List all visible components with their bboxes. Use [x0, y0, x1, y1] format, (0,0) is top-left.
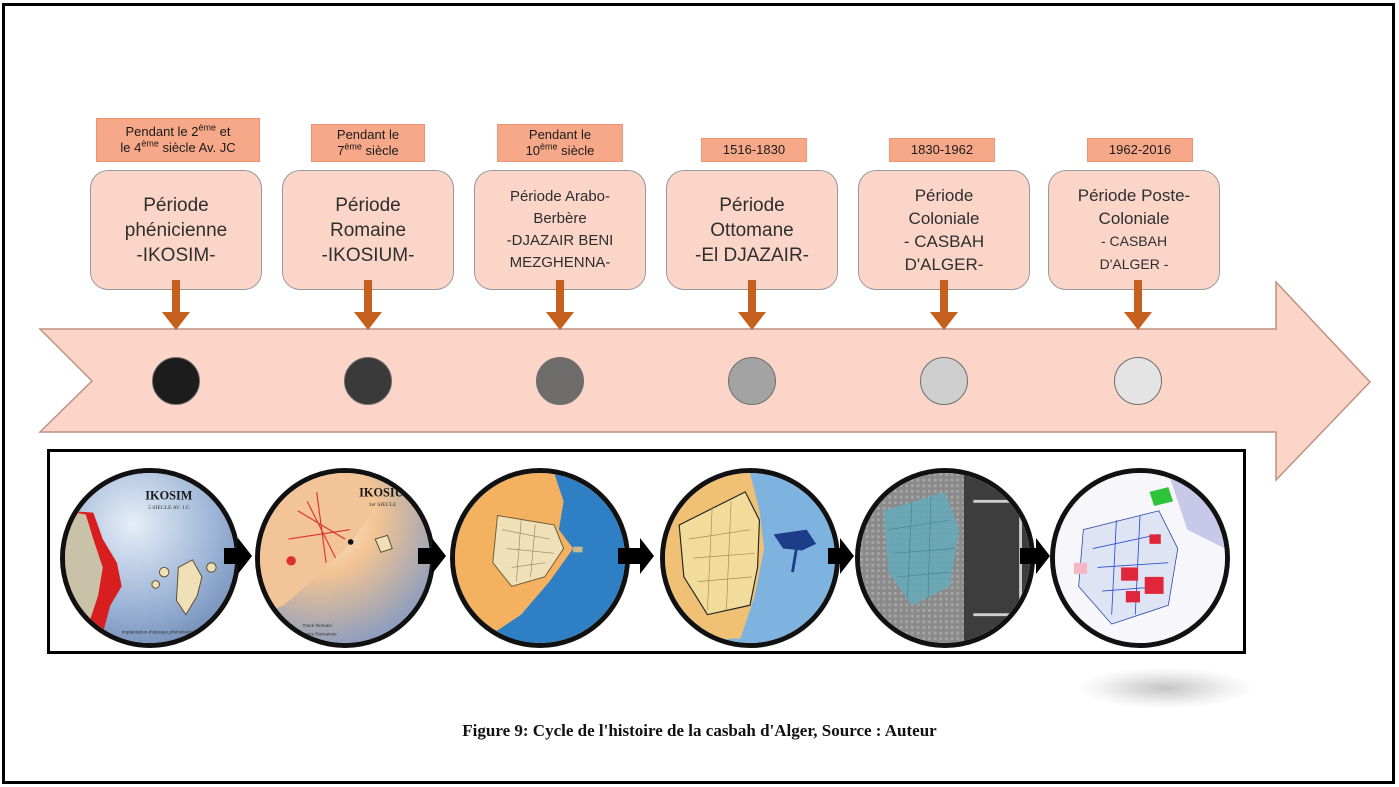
date-box-3: Pendant le 10ème siècle [497, 124, 623, 162]
map-ikosium-legend-2: Voies Romaines [303, 631, 338, 637]
connector-stem-5 [940, 280, 948, 313]
blur-shadow [1080, 668, 1250, 708]
connector-stem-6 [1134, 280, 1142, 313]
period-box-phenicienne: Période phénicienne -IKOSIM- [90, 170, 262, 290]
timeline-dot-6 [1114, 357, 1162, 405]
map-poste-coloniale-image [1055, 473, 1225, 643]
connector-head-4 [738, 312, 766, 330]
arrow-right-icon [1020, 538, 1050, 574]
period-box-coloniale: Période Coloniale - CASBAH D'ALGER- [858, 170, 1030, 290]
date-box-2: Pendant le 7ème siècle [311, 124, 425, 162]
timeline-dot-1 [152, 357, 200, 405]
map-ikosium: IKOSIUM 1er SIECLE Tracé Romain Voies Ro… [255, 468, 435, 648]
arrow-right-icon [224, 538, 252, 574]
map-ikosim-sublabel: 5 SIECLE AV. J.C [148, 505, 190, 511]
connector-stem-4 [748, 280, 756, 313]
timeline-arrow-shape [38, 280, 1372, 482]
arrow-right-icon [828, 538, 854, 574]
connector-stem-2 [364, 280, 372, 313]
map-transition-arrows [224, 538, 1050, 574]
period-box-ottomane: Période Ottomane -El DJAZAIR- [666, 170, 838, 290]
map-ottomane [660, 468, 840, 648]
period-box-romaine: Période Romaine -IKOSIUM- [282, 170, 454, 290]
connector-stem-3 [556, 280, 564, 313]
date-box-4: 1516-1830 [701, 138, 807, 162]
map-poste-coloniale [1050, 468, 1230, 648]
timeline-dot-2 [344, 357, 392, 405]
map-ikosim-legend: Implantation d'époque phénicienne [122, 630, 195, 636]
period-box-poste-coloniale: Période Poste- Coloniale - CASBAH D'ALGE… [1048, 170, 1220, 290]
map-arabo-berbere [450, 468, 630, 648]
connector-head-2 [354, 312, 382, 330]
connector-head-5 [930, 312, 958, 330]
map-ikosium-legend-1: Tracé Romain [303, 623, 333, 629]
arrow-right-icon [618, 538, 654, 574]
connector-head-1 [162, 312, 190, 330]
figure-frame [2, 3, 1395, 784]
timeline-dot-4 [728, 357, 776, 405]
connector-head-6 [1124, 312, 1152, 330]
map-ikosim-image: IKOSIM 5 SIECLE AV. J.C Implantation d'é… [65, 473, 235, 643]
date-box-6: 1962-2016 [1087, 138, 1193, 162]
map-panel: IKOSIM 5 SIECLE AV. J.C Implantation d'é… [47, 449, 1246, 654]
map-ottomane-image [665, 473, 835, 643]
map-ikosium-sublabel: 1er SIECLE [369, 502, 397, 508]
arrow-right-icon [418, 538, 446, 574]
period-box-arabo-berbere: Période Arabo- Berbère -DJAZAIR BENI MEZ… [474, 170, 646, 290]
connector-head-3 [546, 312, 574, 330]
connector-stem-1 [172, 280, 180, 313]
map-ikosim: IKOSIM 5 SIECLE AV. J.C Implantation d'é… [60, 468, 240, 648]
date-box-5: 1830-1962 [889, 138, 995, 162]
timeline-dot-3 [536, 357, 584, 405]
timeline-dot-5 [920, 357, 968, 405]
date-box-1: Pendant le 2ème et le 4ème siècle Av. JC [96, 118, 260, 162]
figure-caption: Figure 9: Cycle de l'histoire de la casb… [462, 721, 937, 740]
map-arabo-berbere-image [455, 473, 625, 643]
map-ikosim-label: IKOSIM [145, 488, 192, 502]
